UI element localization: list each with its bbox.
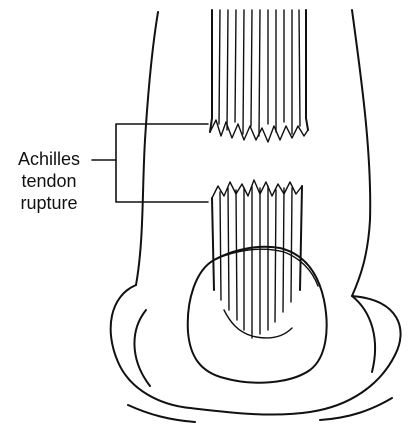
label-line-tendon: tendon [8,170,90,192]
lower-tendon-left-edge [212,198,214,290]
rupture-label: Achilles tendon rupture [8,148,90,214]
heel-bone-detail [214,249,318,286]
label-line-achilles: Achilles [8,148,90,170]
heel-outline-left [111,285,401,415]
floor-contact-right [320,398,392,420]
heel-inner-left [134,310,150,386]
upper-tendon-right-edge [306,10,308,130]
label-line-rupture: rupture [8,192,90,214]
leg-outline-right [352,10,370,296]
upper-tendon-left-edge [210,10,212,132]
heel-inner-right [352,296,375,372]
callout-bracket [116,124,208,202]
heel-bone-crease [224,310,292,338]
upper-tendon-fibers [219,10,300,136]
leg-outline-left [136,12,158,285]
lower-tendon-frayed-end [212,180,302,198]
lower-tendon-fibers [220,186,292,338]
lower-tendon-right-edge [300,186,302,290]
